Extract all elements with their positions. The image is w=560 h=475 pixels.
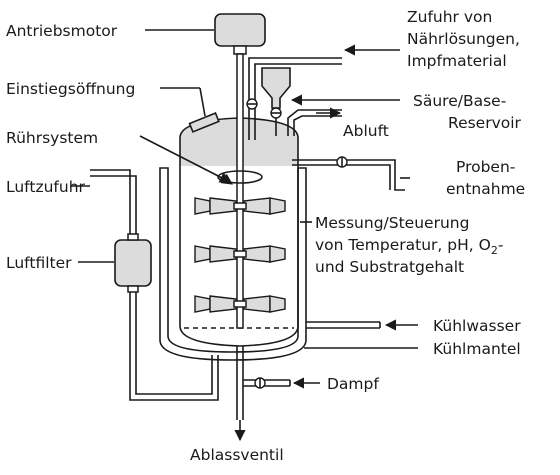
air-filter [114,239,152,287]
exhaust-pipe [287,109,342,136]
label-dampf: Dampf [327,375,379,393]
impeller-level-1 [194,197,286,215]
label-abluft: Abluft [343,122,389,140]
rotation-indicator [217,170,263,184]
leader-stirrer [139,135,231,183]
motor-coupling [233,45,247,55]
impeller-level-2 [194,245,286,263]
label-messung-3: und Substratgehalt [315,258,464,276]
label-saeure-2: Reservoir [448,114,522,132]
cooling-water-pipe [306,321,380,329]
label-messung-1: Messung/Steuerung [315,214,469,232]
stirrer-shaft [236,53,244,329]
label-proben-2: entnahme [446,180,525,198]
label-messung-2: von Temperatur, pH, O2- [315,236,503,257]
air-inlet-pipe [90,169,137,236]
drive-motor [214,13,266,47]
label-saeure-1: Säure/Base- [413,92,506,110]
label-luftfilter: Luftfilter [6,254,72,272]
drain-pipe [236,346,244,420]
steam-pipe [243,379,290,387]
cooling-jacket [159,167,307,361]
label-zufuhr-2: Nährlösungen, [407,30,520,48]
label-einstieg: Einstiegsöffnung [6,80,135,98]
manway-hatch [188,112,220,133]
impeller-level-3 [194,295,286,313]
feed-pipe [248,57,342,140]
label-ruehrsystem: Rührsystem [6,129,98,147]
label-zufuhr-1: Zufuhr von [407,8,492,26]
label-ablassventil: Ablassventil [190,446,284,464]
label-luftzufuhr: Luftzufuhr [6,178,86,196]
label-zufuhr-3: Impfmaterial [407,52,507,70]
label-antriebsmotor: Antriebsmotor [6,22,118,40]
label-kuehlwasser: Kühlwasser [433,317,521,335]
label-kuehlmantel: Kühlmantel [433,340,521,358]
label-proben-1: Proben- [456,158,515,176]
acid-base-reservoir [261,67,291,109]
